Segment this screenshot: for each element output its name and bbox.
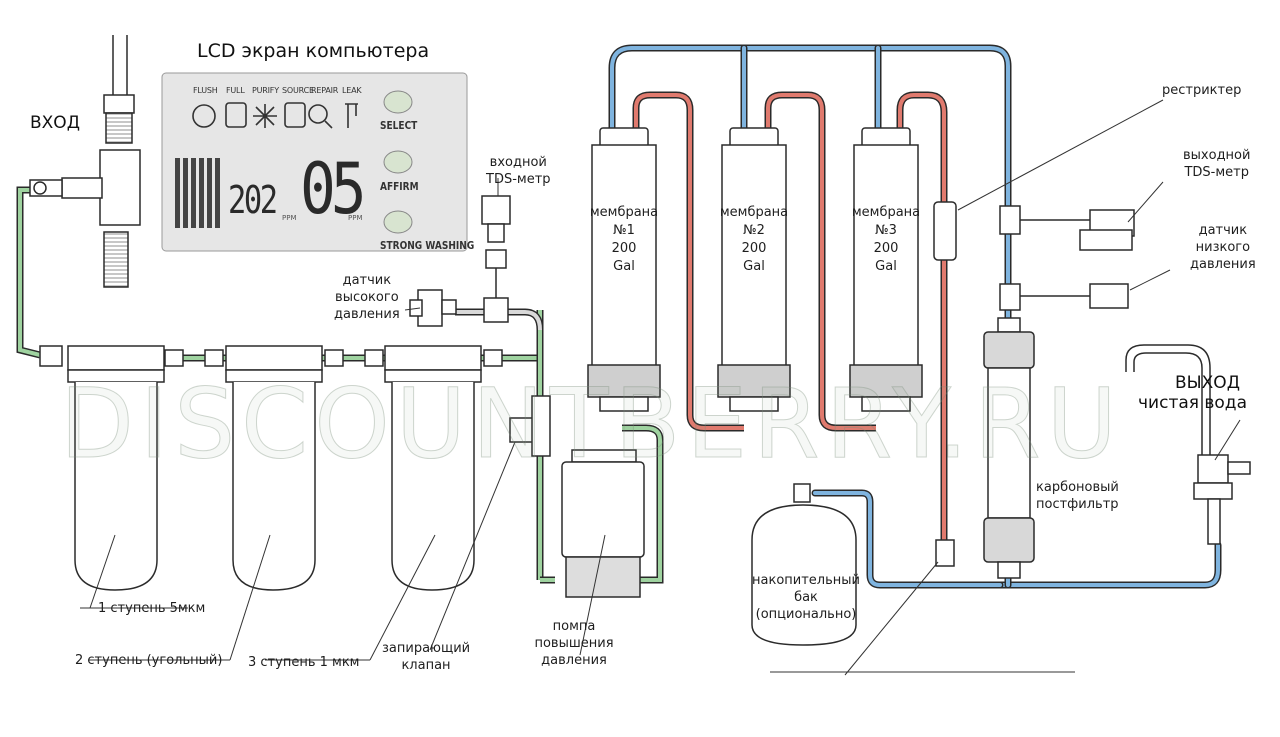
lcd-mode-flush: FLUSH	[193, 86, 218, 95]
carbon-postfilter	[983, 317, 1035, 579]
watermark: DISCOUNTBERRY.RU	[60, 368, 1123, 481]
repair-icon	[308, 104, 328, 124]
shutoff-valve	[509, 395, 551, 457]
membrane-housings	[587, 127, 923, 412]
restrictor-label: рестриктер	[1162, 83, 1242, 98]
inlet-assembly	[29, 35, 141, 288]
stage2-label: 2 ступень (угольный)	[75, 653, 223, 668]
lcd-mode-leak: LEAK	[342, 86, 362, 95]
booster-pump	[561, 449, 645, 598]
inlet-tds-meter	[481, 195, 511, 323]
concentrate-tubes	[632, 91, 948, 545]
flush-icon	[192, 104, 216, 128]
lcd-mode-full: FULL	[226, 86, 245, 95]
lcd-affirm-button[interactable]: AFFIRM	[380, 180, 419, 193]
source-icon	[284, 102, 306, 128]
lcd-strong-washing-button[interactable]: STRONG WASHING	[380, 239, 475, 252]
leak-icon	[345, 103, 358, 128]
lcd-unit-big: PPM	[348, 214, 363, 222]
prefilter-housings	[39, 345, 503, 591]
low-pressure-sensor	[999, 283, 1129, 311]
lcd-title: LCD экран компьютера	[197, 40, 430, 62]
lcd-mode-repair: REPAIR	[311, 86, 339, 95]
purify-icon	[253, 104, 277, 128]
outlet-tds-meter	[999, 205, 1135, 251]
inlet-label: ВХОД	[30, 113, 80, 133]
lcd-mode-purify: PURIFY	[252, 86, 279, 95]
lcd-mode-source: SOURCE	[282, 86, 314, 95]
callout-lines	[80, 99, 1241, 676]
storage-tank	[751, 483, 857, 646]
lcd-big-value: 05	[300, 148, 367, 230]
lcd-panel	[161, 72, 468, 252]
restrictor	[933, 201, 957, 567]
lcd-tds-value: 202	[228, 178, 278, 222]
high-pressure-sensor	[409, 289, 457, 327]
stage1-label: 1 ступень 5мкм	[98, 601, 206, 616]
lcd-select-button[interactable]: SELECT	[380, 119, 418, 132]
stage3-label: 3 ступень 1 мкм	[248, 655, 360, 670]
full-icon	[225, 102, 247, 128]
lcd-unit-small: PPM	[282, 214, 297, 222]
faucet	[1125, 344, 1251, 545]
